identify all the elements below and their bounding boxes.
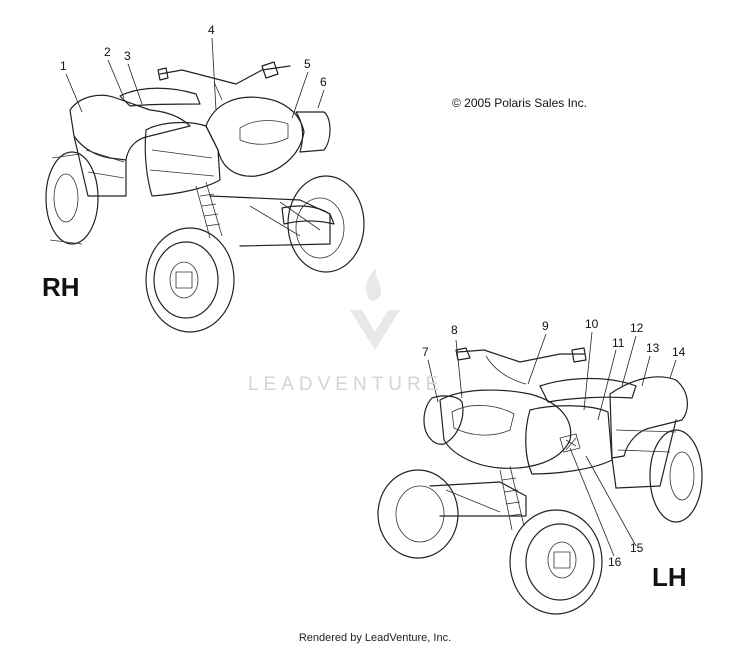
callout-10: 10: [585, 317, 599, 331]
callout-4: 4: [208, 23, 215, 37]
callout-8: 8: [451, 323, 458, 337]
atv-right-hand-view: [45, 61, 365, 333]
lh-leader-lines: [427, 331, 677, 557]
atv-left-hand-view: [377, 347, 703, 615]
callout-13: 13: [646, 341, 660, 355]
callout-15: 15: [630, 541, 644, 555]
callout-6: 6: [320, 75, 327, 89]
rh-leader-lines: [65, 37, 325, 119]
callout-9: 9: [542, 319, 549, 333]
callout-2: 2: [104, 45, 111, 59]
callout-7: 7: [422, 345, 429, 359]
copyright-notice: © 2005 Polaris Sales Inc.: [452, 96, 587, 110]
callout-1: 1: [60, 59, 67, 73]
footer-credit: Rendered by LeadVenture, Inc.: [298, 632, 452, 644]
rh-view-label: RH: [42, 272, 80, 302]
callout-16: 16: [608, 555, 622, 569]
callout-11: 11: [612, 336, 625, 350]
leadventure-logo-watermark: [350, 268, 400, 350]
callout-14: 14: [672, 345, 686, 359]
callout-12: 12: [630, 321, 644, 335]
watermark-text: LEADVENTURE: [248, 374, 444, 395]
lh-view-label: LH: [652, 562, 687, 592]
callout-3: 3: [124, 49, 131, 63]
callout-5: 5: [304, 57, 311, 71]
callout-numbers: 1 2 3 4 5 6 7 8 9 10 11 12 13 14 15 16: [60, 23, 686, 569]
